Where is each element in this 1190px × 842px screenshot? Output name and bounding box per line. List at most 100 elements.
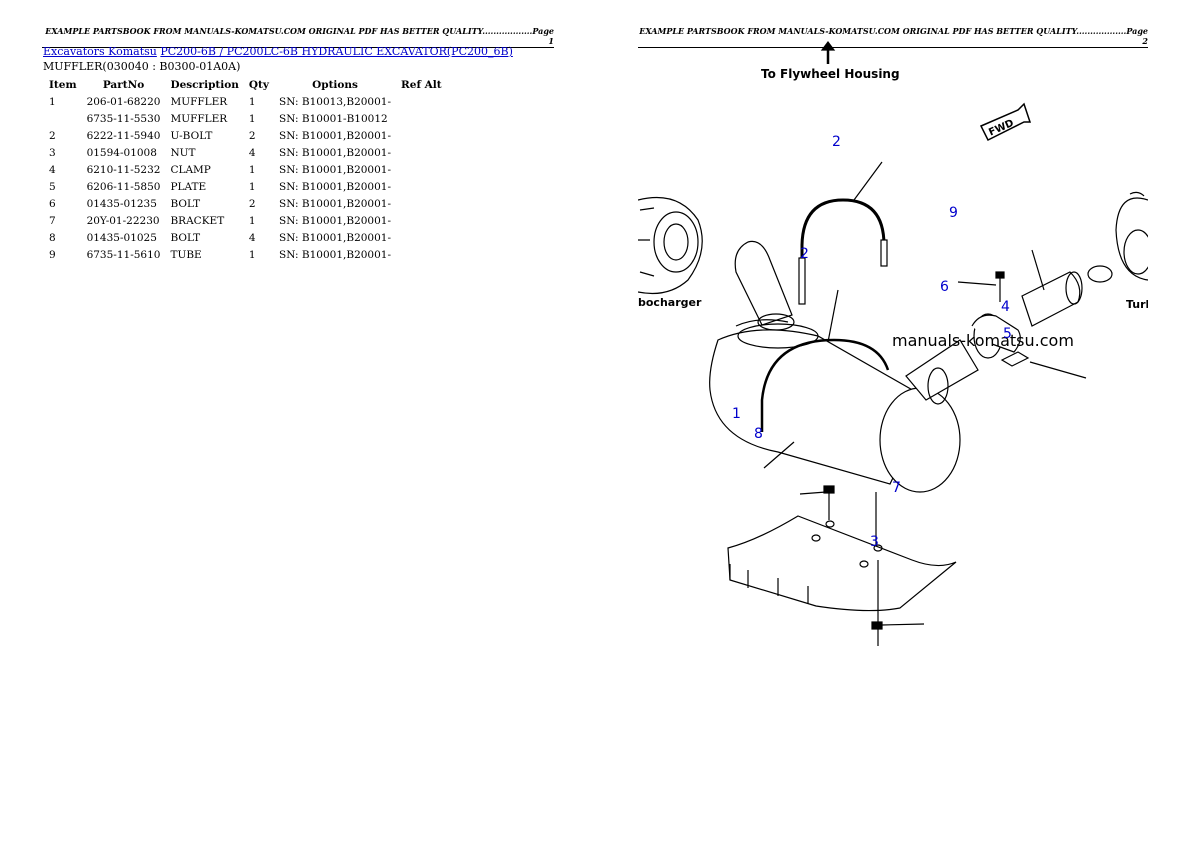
callout-4[interactable]: 4 [1001,299,1010,315]
cell-item [43,110,81,127]
table-row: 3 01594-01008 NUT 4 SN: B10001,B20001- [43,144,446,161]
cell-ref-alt [395,212,446,229]
page-header-1: EXAMPLE PARTSBOOK FROM MANUALS-KOMATSU.C… [42,26,554,48]
breadcrumb: Excavators Komatsu PC200-6B / PC200LC-6B… [43,45,513,59]
cell-partno: 6735-11-5610 [86,248,161,261]
cell-partno: 01435-01025 [86,231,157,244]
cell-ref-alt [395,178,446,195]
cell-qty: 1 [248,248,256,261]
cell-ref-alt [395,93,446,110]
cell-description: BOLT [170,197,201,210]
cell-qty: 1 [248,112,256,125]
page-header-2: EXAMPLE PARTSBOOK FROM MANUALS-KOMATSU.C… [638,26,1148,48]
cell-description: MUFFLER [170,95,228,108]
cell-ref-alt [395,246,446,263]
cell-options: SN: B10001,B20001- [279,180,392,193]
cell-item: 6 [49,197,56,210]
cell-description: TUBE [170,248,202,261]
cell-ref-alt [395,195,446,212]
cell-options: SN: B10001,B20001- [279,231,392,244]
table-row: 8 01435-01025 BOLT 4 SN: B10001,B20001- [43,229,446,246]
cell-description: NUT [170,146,196,159]
cell-description: U-BOLT [170,129,213,142]
cell-qty: 1 [248,214,256,227]
col-header-ref-alt: Ref Alt [401,78,442,91]
cell-partno: 6206-11-5850 [86,180,161,193]
cell-item: 2 [49,129,56,142]
cell-qty: 1 [248,180,256,193]
cell-partno: 6210-11-5232 [86,163,161,176]
cell-partno: 20Y-01-22230 [86,214,160,227]
table-row: 2 6222-11-5940 U-BOLT 2 SN: B10001,B20001- [43,127,446,144]
cell-qty: 1 [248,163,256,176]
cell-options: SN: B10001,B20001- [279,129,392,142]
table-row: 6 01435-01235 BOLT 2 SN: B10001,B20001- [43,195,446,212]
callout-7[interactable]: 7 [892,480,901,496]
cell-ref-alt [395,161,446,178]
cell-partno: 01594-01008 [86,146,157,159]
cell-options: SN: B10013,B20001- [279,95,392,108]
breadcrumb-link-excavators[interactable]: Excavators Komatsu [43,45,157,58]
cell-qty: 1 [248,95,256,108]
callout-2-top[interactable]: 2 [832,134,841,150]
table-row: 4 6210-11-5232 CLAMP 1 SN: B10001,B20001- [43,161,446,178]
callout-3[interactable]: 3 [870,534,879,550]
callout-5[interactable]: 5 [1003,326,1012,342]
table-row: 6735-11-5530 MUFFLER 1 SN: B10001-B10012 [43,110,446,127]
cell-qty: 2 [248,197,256,210]
cell-ref-alt [395,229,446,246]
table-row: 1 206-01-68220 MUFFLER 1 SN: B10013,B20001- [43,93,446,110]
cell-options: SN: B10001,B20001- [279,197,392,210]
cell-description: CLAMP [170,163,211,176]
table-row: 7 20Y-01-22230 BRACKET 1 SN: B10001,B20001- [43,212,446,229]
cell-description: PLATE [170,180,207,193]
col-header-qty: Qty [248,78,270,91]
cell-options: SN: B10001,B20001- [279,163,392,176]
col-header-description: Description [170,78,239,91]
callout-8[interactable]: 8 [754,426,763,442]
cell-options: SN: B10001,B20001- [279,248,392,261]
watermark-text: manuals-komatsu.com [892,331,1074,350]
cell-item: 3 [49,146,56,159]
callout-6[interactable]: 6 [940,279,949,295]
cell-item: 7 [49,214,56,227]
table-header-row: Item PartNo Description Qty Options Ref … [43,76,446,93]
to-flywheel-label: To Flywheel Housing [761,67,900,81]
col-header-item: Item [49,78,77,91]
cell-item: 4 [49,163,56,176]
cell-partno: 206-01-68220 [86,95,161,108]
cell-description: BRACKET [170,214,225,227]
callout-9[interactable]: 9 [949,205,958,221]
cell-qty: 4 [248,146,256,159]
table-row: 5 6206-11-5850 PLATE 1 SN: B10001,B20001- [43,178,446,195]
cell-options: SN: B10001,B20001- [279,214,392,227]
cell-qty: 4 [248,231,256,244]
cell-ref-alt [395,144,446,161]
breadcrumb-link-model[interactable]: PC200-6B / PC200LC-6B HYDRAULIC EXCAVATO… [160,45,513,58]
cell-options: SN: B10001-B10012 [279,112,388,125]
cell-item: 8 [49,231,56,244]
cell-item: 9 [49,248,56,261]
turbocharger-left-label: bocharger [638,296,702,309]
cell-partno: 6222-11-5940 [86,129,161,142]
cell-partno: 6735-11-5530 [86,112,161,125]
table-row: 9 6735-11-5610 TUBE 1 SN: B10001,B20001- [43,246,446,263]
turbocharger-right-label: Turb [1126,298,1148,311]
cell-ref-alt [395,127,446,144]
parts-diagram: To Flywheel Housing FWD bocharger Turb m… [638,40,1148,650]
cell-partno: 01435-01235 [86,197,157,210]
callout-2-side[interactable]: 2 [800,246,809,262]
cell-description: MUFFLER [170,112,228,125]
cell-options: SN: B10001,B20001- [279,146,392,159]
col-header-partno: PartNo [102,78,145,91]
cell-item: 5 [49,180,56,193]
page-subtitle: MUFFLER(030040 : B0300-01A0A) [43,60,241,73]
muffler-exploded-view: To Flywheel Housing FWD bocharger Turb m… [638,41,1148,646]
cell-description: BOLT [170,231,201,244]
col-header-options: Options [312,78,358,91]
cell-item: 1 [49,95,56,108]
cell-qty: 2 [248,129,256,142]
callout-1[interactable]: 1 [732,406,741,422]
parts-table: Item PartNo Description Qty Options Ref … [43,76,446,263]
cell-ref-alt [395,110,446,127]
